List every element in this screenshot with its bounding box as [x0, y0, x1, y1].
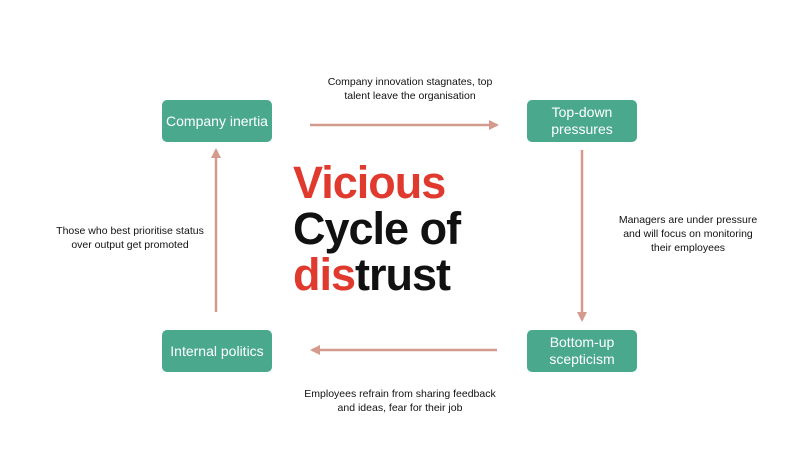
- edge-label-left: Those who best prioritise status over ou…: [56, 225, 204, 251]
- title-line-3-dark: trust: [355, 249, 451, 300]
- node-bottom-up-scepticism-label: Bottom-up scepticism: [549, 334, 615, 367]
- title-line-2: Cycle of: [293, 203, 461, 254]
- title-line-1: Vicious: [293, 157, 446, 208]
- node-bottom-up-scepticism: Bottom-up scepticism: [527, 330, 637, 372]
- node-internal-politics-label: Internal politics: [170, 342, 264, 359]
- node-company-inertia: Company inertia: [162, 100, 272, 142]
- node-top-down-pressures-label: Top-down pressures: [551, 104, 613, 137]
- node-internal-politics: Internal politics: [162, 330, 272, 372]
- title-line-3-red: dis: [293, 249, 356, 300]
- edge-label-top: Company innovation stagnates, top talent…: [327, 76, 493, 102]
- node-company-inertia-label: Company inertia: [166, 112, 268, 129]
- title-line-3: distrust: [293, 252, 533, 298]
- node-top-down-pressures: Top-down pressures: [527, 100, 637, 142]
- center-title: Vicious Cycle of distrust: [293, 160, 533, 298]
- edge-label-bottom: Employees refrain from sharing feedback …: [304, 388, 496, 414]
- edge-label-right: Managers are under pressure and will foc…: [618, 214, 758, 254]
